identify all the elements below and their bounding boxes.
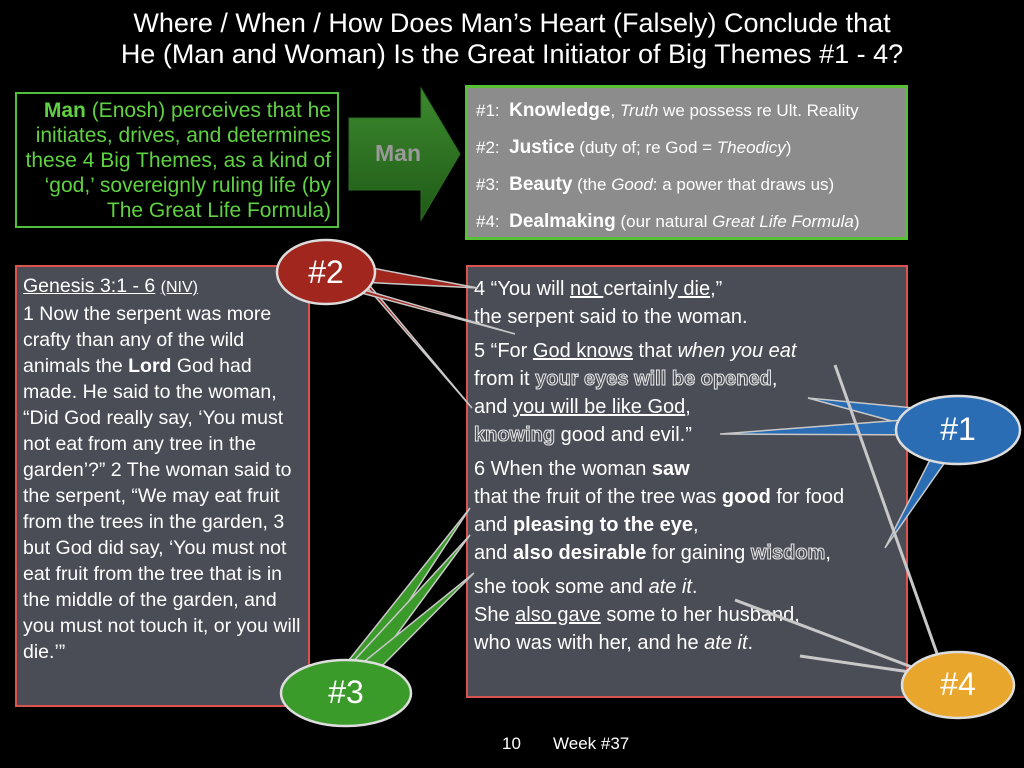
badge-1-label: #1 <box>940 411 976 447</box>
theme-row-1: #1: Knowledge, Truth we possess re Ult. … <box>476 100 859 121</box>
verse-6b: she took some and ate it. She also gave … <box>474 576 800 654</box>
slide-title: Where / When / How Does Man’s Heart (Fal… <box>0 8 1024 70</box>
lord-word: Lord <box>128 355 172 377</box>
title-line-2: He (Man and Woman) Is the Great Initiato… <box>120 39 904 69</box>
badge-4-label: #4 <box>940 666 976 702</box>
theme-row-2: #2: Justice (duty of; re God = Theodicy) <box>476 137 792 158</box>
title-line-1: Where / When / How Does Man’s Heart (Fal… <box>133 8 891 38</box>
week-label: Week #37 <box>553 734 630 753</box>
theme-key-beauty: Beauty <box>509 174 573 195</box>
badge-3-label: #3 <box>328 674 364 710</box>
arrow-label: Man <box>375 140 421 166</box>
verses-box: 4 “You will not certainly die,” the serp… <box>466 265 908 698</box>
verse-4: 4 “You will not certainly die,” the serp… <box>474 278 748 328</box>
man-bold-label: Man <box>43 99 86 122</box>
passage-reference: Genesis 3:1 - 6 <box>23 275 156 297</box>
eyes-opened-phrase: your eyes will be opened <box>535 368 773 391</box>
wisdom-word: wisdom <box>750 542 826 565</box>
badge-2-label: #2 <box>308 254 344 290</box>
verse-6: 6 When the woman saw that the fruit of t… <box>474 458 845 565</box>
page-number: 10 <box>502 734 521 753</box>
theme-row-3: #3: Beauty (the Good: a power that draws… <box>476 174 835 195</box>
big-themes-box: #1: Knowledge, Truth we possess re Ult. … <box>465 85 908 240</box>
passage-version: (NIV) <box>160 279 198 296</box>
genesis-passage-box: Genesis 3:1 - 6 (NIV)1 Now the serpent w… <box>15 265 310 707</box>
theme-key-dealmaking: Dealmaking <box>509 211 616 232</box>
verse-5: 5 “For God knows that when you eat from … <box>473 340 797 447</box>
theme-key-knowledge: Knowledge <box>509 100 611 121</box>
theme-row-4: #4: Dealmaking (our natural Great Life F… <box>476 211 860 232</box>
man-description-box: Man (Enosh) perceives that he initiates,… <box>15 92 339 228</box>
man-description-text: (Enosh) perceives that he initiates, dri… <box>25 99 331 222</box>
theme-key-justice: Justice <box>509 137 575 158</box>
knowing-word: knowing <box>473 424 556 447</box>
